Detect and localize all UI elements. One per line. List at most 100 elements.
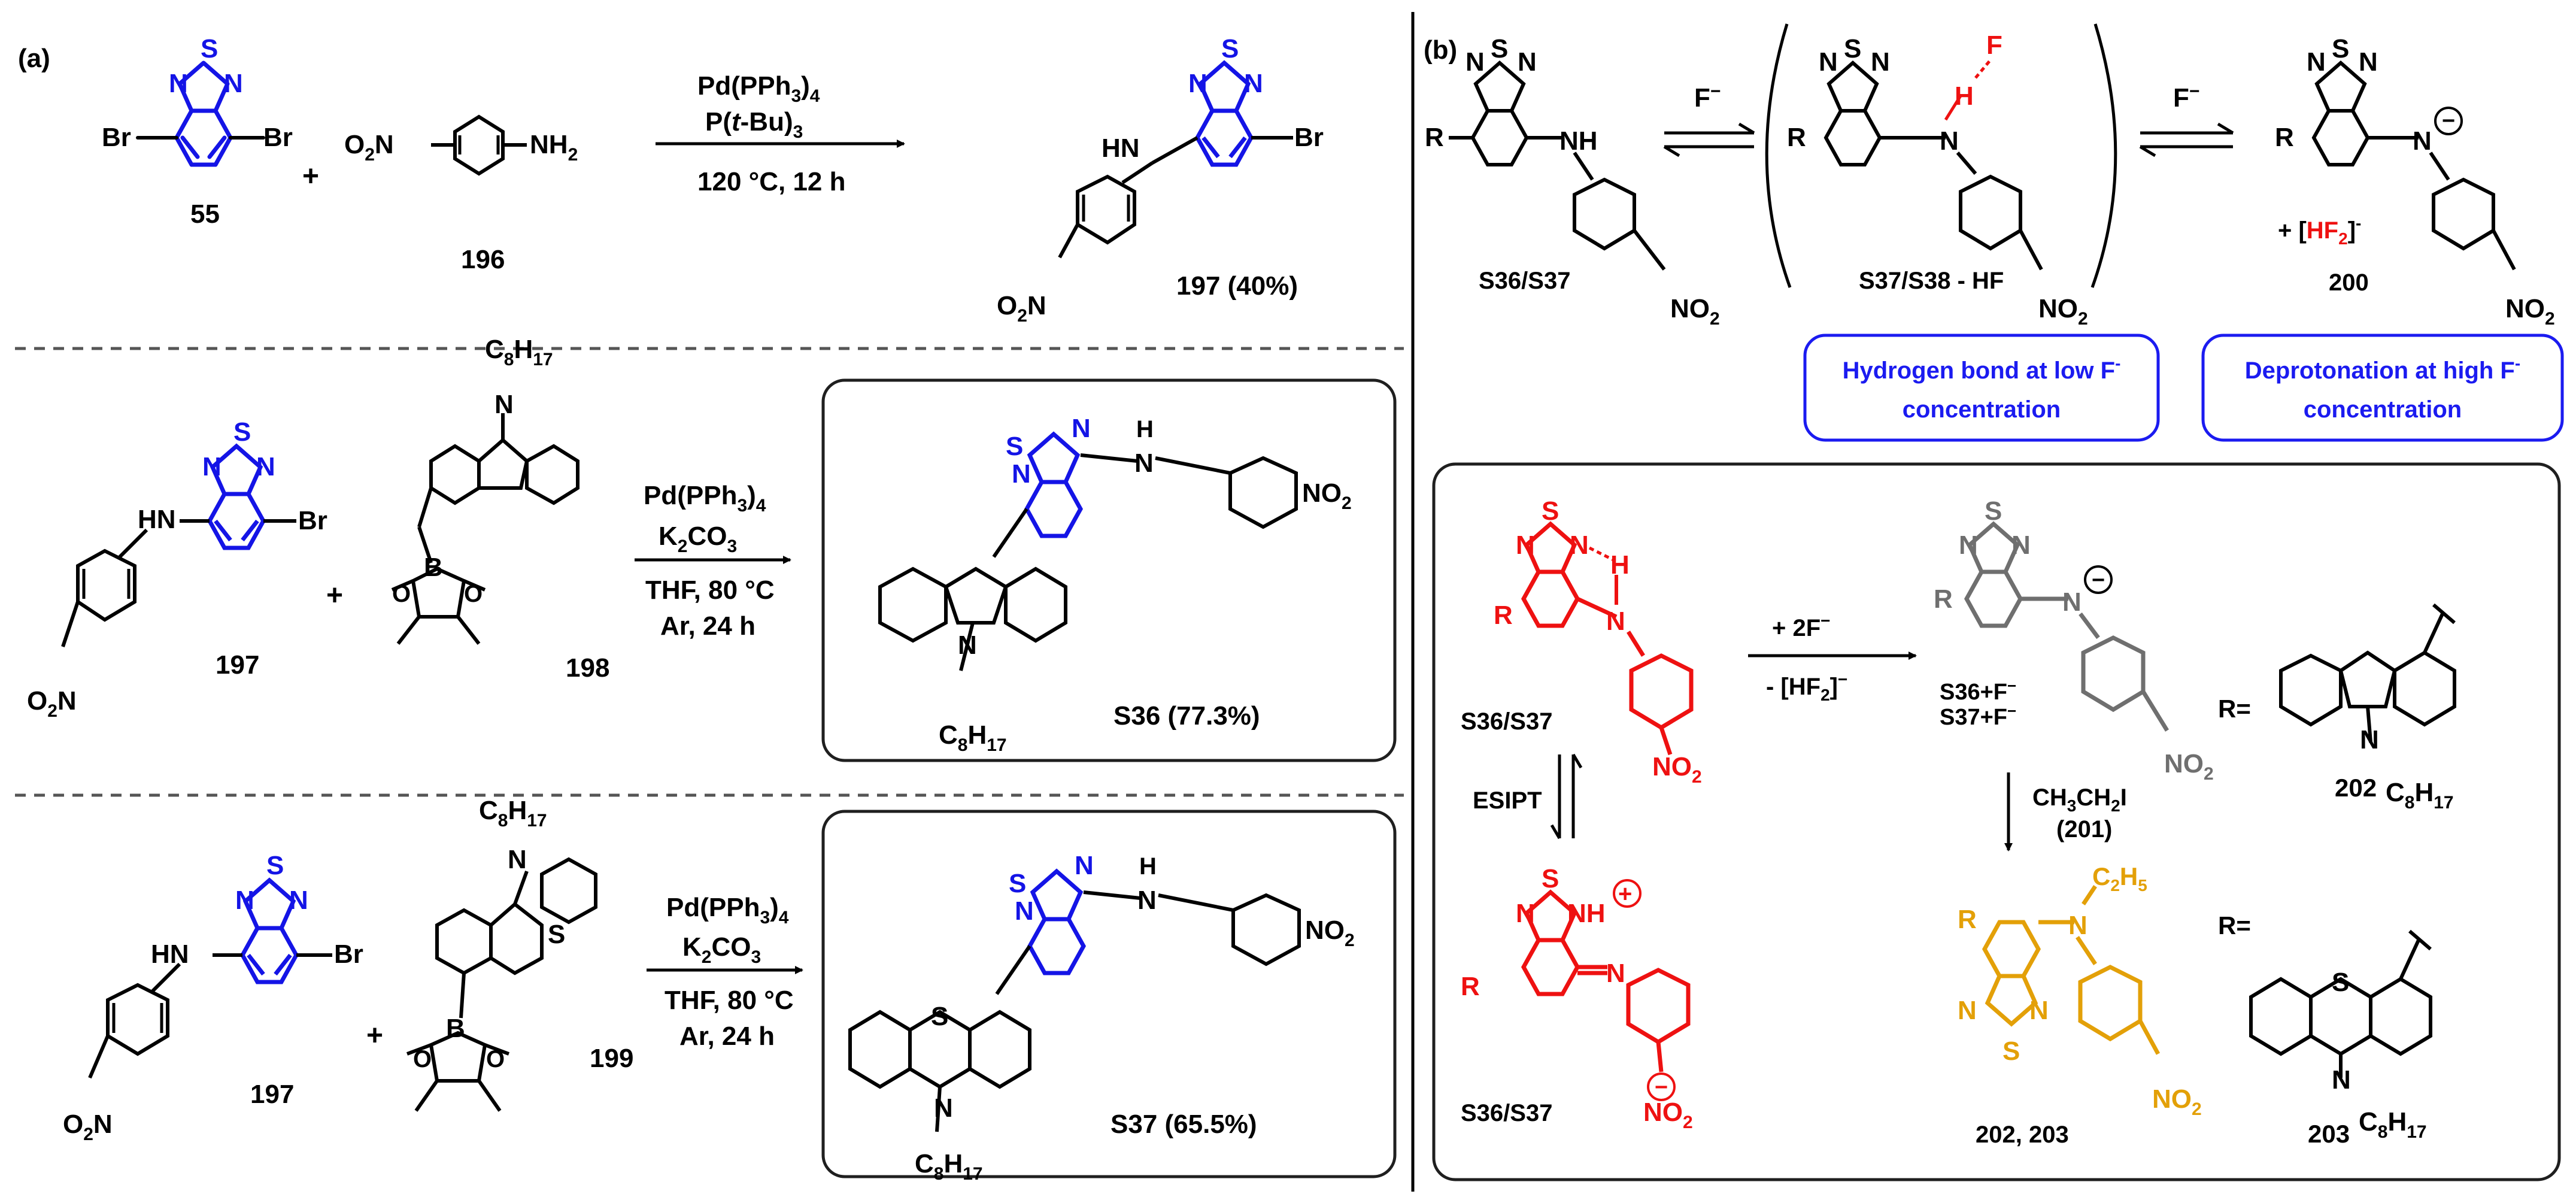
compound-label-202: 202 — [2335, 774, 2377, 802]
compound-s36: S N N H N NO2 N C8H17 S36 (77.3%) — [878, 414, 1352, 755]
benzene-ring — [453, 114, 505, 176]
h-bond-dashed — [1974, 59, 1992, 79]
negative-charge — [2434, 107, 2463, 135]
atom-N: N — [2360, 725, 2379, 754]
atom-N: N — [2413, 126, 2432, 156]
compound-197: S N N HN Br O2N 197 (40%) — [997, 34, 1324, 326]
atom-N: N — [2011, 531, 2031, 560]
fluoride-label: F− — [2173, 81, 2199, 113]
atom-O: O — [464, 581, 483, 607]
atom-N: N — [235, 886, 254, 915]
compound-label: S36/S37 — [1479, 268, 1570, 294]
alkyl-chain: C8H17 — [479, 796, 547, 831]
label-s36-f: S36+F− — [1940, 677, 2016, 705]
bracket-left — [1765, 23, 1792, 288]
atom-N: N — [169, 69, 188, 98]
reaction-arrow-3: Pd(PPh3)4 K2CO3 THF, 80 °C Ar, 24 h — [647, 893, 803, 1051]
atom-N: N — [1015, 896, 1034, 926]
nitro-group: O2N — [27, 686, 77, 721]
nitro-group: O2N — [344, 130, 394, 165]
reagent-pd: Pd(PPh3)4 — [697, 71, 820, 106]
r-group: R — [1787, 123, 1806, 152]
atom-N: N — [1606, 959, 1625, 988]
r-group: R — [2275, 123, 2294, 152]
nitro-group: O2N — [63, 1110, 113, 1144]
r-group-203 — [2249, 929, 2432, 1078]
plus-sign: + — [326, 580, 343, 611]
compound-hbond-complex — [1823, 60, 2043, 271]
atom-N: N — [2062, 587, 2082, 617]
atom-S: S — [1006, 432, 1023, 461]
reagent-solvent: THF, 80 °C — [665, 986, 794, 1015]
atom-B: B — [424, 553, 443, 582]
fluoride-label: F− — [1694, 81, 1721, 113]
atom-N: N — [2359, 47, 2378, 77]
charge-minus: − — [2442, 108, 2455, 134]
atom-N: N — [1819, 47, 1838, 77]
compound-gold-product: R N C2H5 N N S NO2 202, 203 — [1958, 862, 2202, 1148]
compound-197-r3: S N N HN Br O2N 197 — [63, 851, 363, 1144]
step-add-fluoride: + 2F− — [1772, 611, 1831, 641]
atom-S: S — [2332, 968, 2349, 997]
callout-low-f-line2: concentration — [1903, 396, 2061, 423]
atom-S: S — [2332, 34, 2349, 63]
callout-low-f — [1803, 334, 2160, 442]
nitro-group: NO2 — [2038, 294, 2088, 329]
atom-N: N — [1466, 47, 1485, 77]
atom-HN: HN — [1102, 134, 1140, 163]
atom-Br: Br — [334, 940, 363, 969]
r-group: R — [1461, 972, 1480, 1001]
compound-label: S37/S38 - HF — [1859, 268, 2004, 294]
nitro-group: NO2 — [2152, 1084, 2202, 1119]
charge-minus: − — [1655, 1075, 1668, 1100]
r-group: R — [1425, 123, 1444, 152]
atom-O: O — [486, 1046, 505, 1072]
atom-N: N — [1958, 996, 1977, 1025]
reagent-atm: Ar, 24 h — [679, 1022, 775, 1051]
atom-S: S — [1542, 864, 1559, 893]
nitro-group: NO2 — [2164, 749, 2214, 784]
callout-high-f-line2: concentration — [2304, 396, 2462, 423]
positive-charge — [1613, 879, 1642, 908]
atom-S: S — [2002, 1037, 2020, 1066]
atom-S: S — [1844, 34, 1861, 63]
atom-N: N — [1959, 531, 1978, 560]
atom-N: N — [289, 886, 308, 915]
reagent-base: K2CO3 — [682, 932, 761, 967]
atom-B: B — [446, 1014, 465, 1043]
compound-label-197: 197 — [216, 650, 259, 680]
compound-label-198: 198 — [566, 653, 609, 683]
atom-S: S — [1221, 34, 1239, 63]
atom-N: N — [1012, 459, 1031, 489]
ethyl-group: C2H5 — [2092, 862, 2147, 895]
atom-N: N — [1570, 531, 1589, 560]
callout-high-f-line1: Deprotonation at high F- — [2245, 354, 2520, 384]
compound-red-hbond: S N N H N R NO2 S36/S37 — [1461, 496, 1702, 787]
atom-N: N — [2068, 911, 2087, 940]
r-group-202 — [2279, 603, 2456, 743]
atom-N: N — [1075, 851, 1094, 880]
equilibrium-arrow-1 — [1663, 122, 1755, 157]
compound-199 — [406, 857, 597, 1112]
charge-plus: + — [1618, 881, 1632, 907]
atom-S: S — [1491, 34, 1508, 63]
negative-charge — [2084, 565, 2113, 594]
atom-N: N — [1871, 47, 1890, 77]
compound-label-199: 199 — [590, 1044, 633, 1073]
panel-a: (a) S N N Br Br 55 + O2N NH — [15, 34, 1404, 1184]
reagent-ptbu: P(t-Bu)3 — [705, 107, 803, 142]
reagent-solvent: THF, 80 °C — [645, 575, 775, 605]
compound-label: S36/S37 — [1461, 708, 1552, 735]
reagent-ethyl-iodide: CH3CH2I — [2032, 784, 2127, 815]
reagent-atm: Ar, 24 h — [660, 611, 755, 641]
mechanism-box — [1432, 462, 2561, 1181]
nitro-group: NO2 — [2505, 294, 2555, 329]
atom-N: N — [1940, 126, 1959, 156]
product-label-s36: S36 (77.3%) — [1113, 701, 1260, 731]
atom-S: S — [201, 34, 218, 63]
esipt-label: ESIPT — [1473, 787, 1542, 814]
atom-S: S — [1009, 869, 1026, 898]
panel-b-label: (b) — [1424, 35, 1457, 65]
compound-label-197: 197 (40%) — [1176, 271, 1298, 301]
